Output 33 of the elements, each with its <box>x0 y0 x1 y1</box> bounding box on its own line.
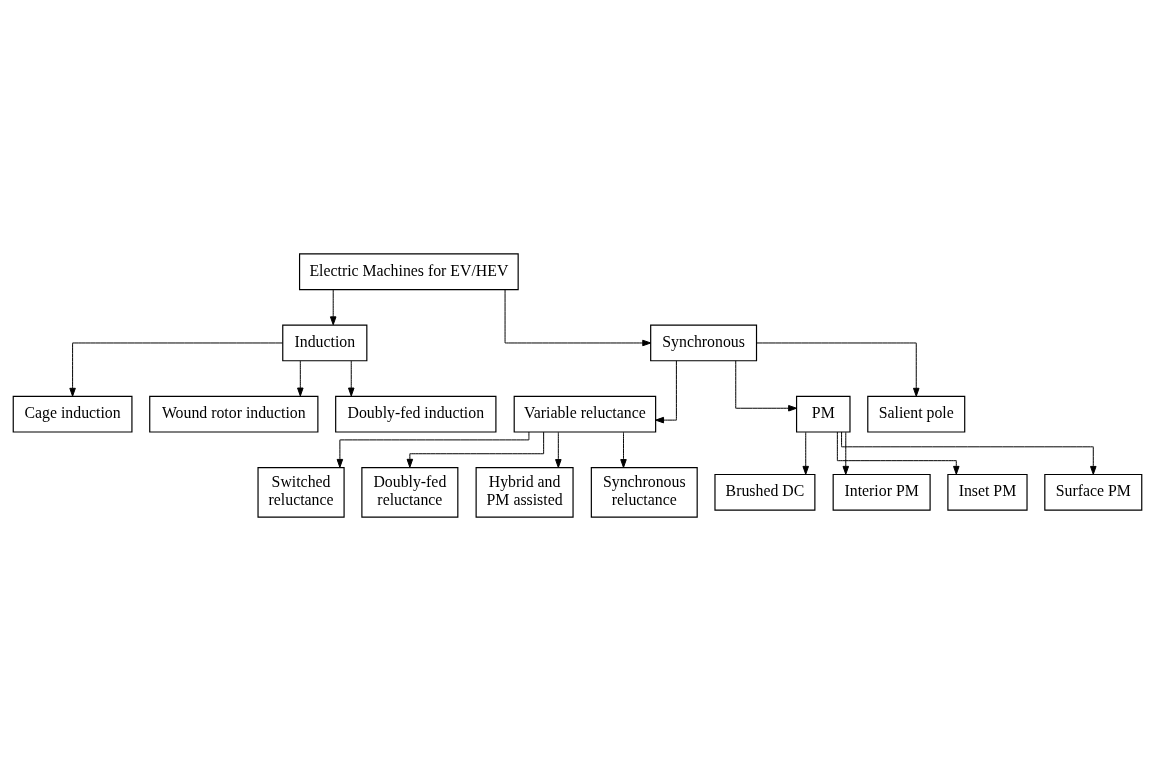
arrow <box>802 431 809 475</box>
arrow <box>336 431 530 468</box>
arrow <box>69 342 284 397</box>
arrow <box>348 360 355 397</box>
arrow <box>620 431 627 468</box>
node-box: Variable reluctance <box>513 395 657 433</box>
node-box: Synchronous reluctance <box>590 467 698 518</box>
arrow <box>504 289 652 347</box>
arrow <box>841 431 1097 475</box>
node-box: Induction <box>282 324 368 362</box>
arrow <box>756 342 920 397</box>
node-box: Doubly-fed induction <box>335 395 497 433</box>
arrow <box>297 360 304 397</box>
node-box: Electric Machines for EV/HEV <box>299 253 519 291</box>
node-box: Synchronous <box>650 324 758 362</box>
node-box: Cage induction <box>12 395 133 433</box>
node-box: Salient pole <box>867 395 966 433</box>
node-box: PM <box>795 395 851 433</box>
node-box: Doubly-fed reluctance <box>361 467 459 518</box>
arrow <box>836 431 960 475</box>
arrow <box>406 431 545 468</box>
node-box: Surface PM <box>1044 473 1143 511</box>
arrow <box>329 289 337 326</box>
node-box: Interior PM <box>832 473 931 511</box>
node-box: Hybrid and PM assisted <box>475 467 574 518</box>
arrow <box>555 431 562 468</box>
node-box: Brushed DC <box>714 473 816 511</box>
arrow <box>842 431 850 475</box>
arrow <box>655 360 677 424</box>
arrow <box>735 360 798 412</box>
node-box: Inset PM <box>947 473 1028 511</box>
node-box: Wound rotor induction <box>149 395 319 433</box>
node-box: Switched reluctance <box>257 467 345 518</box>
